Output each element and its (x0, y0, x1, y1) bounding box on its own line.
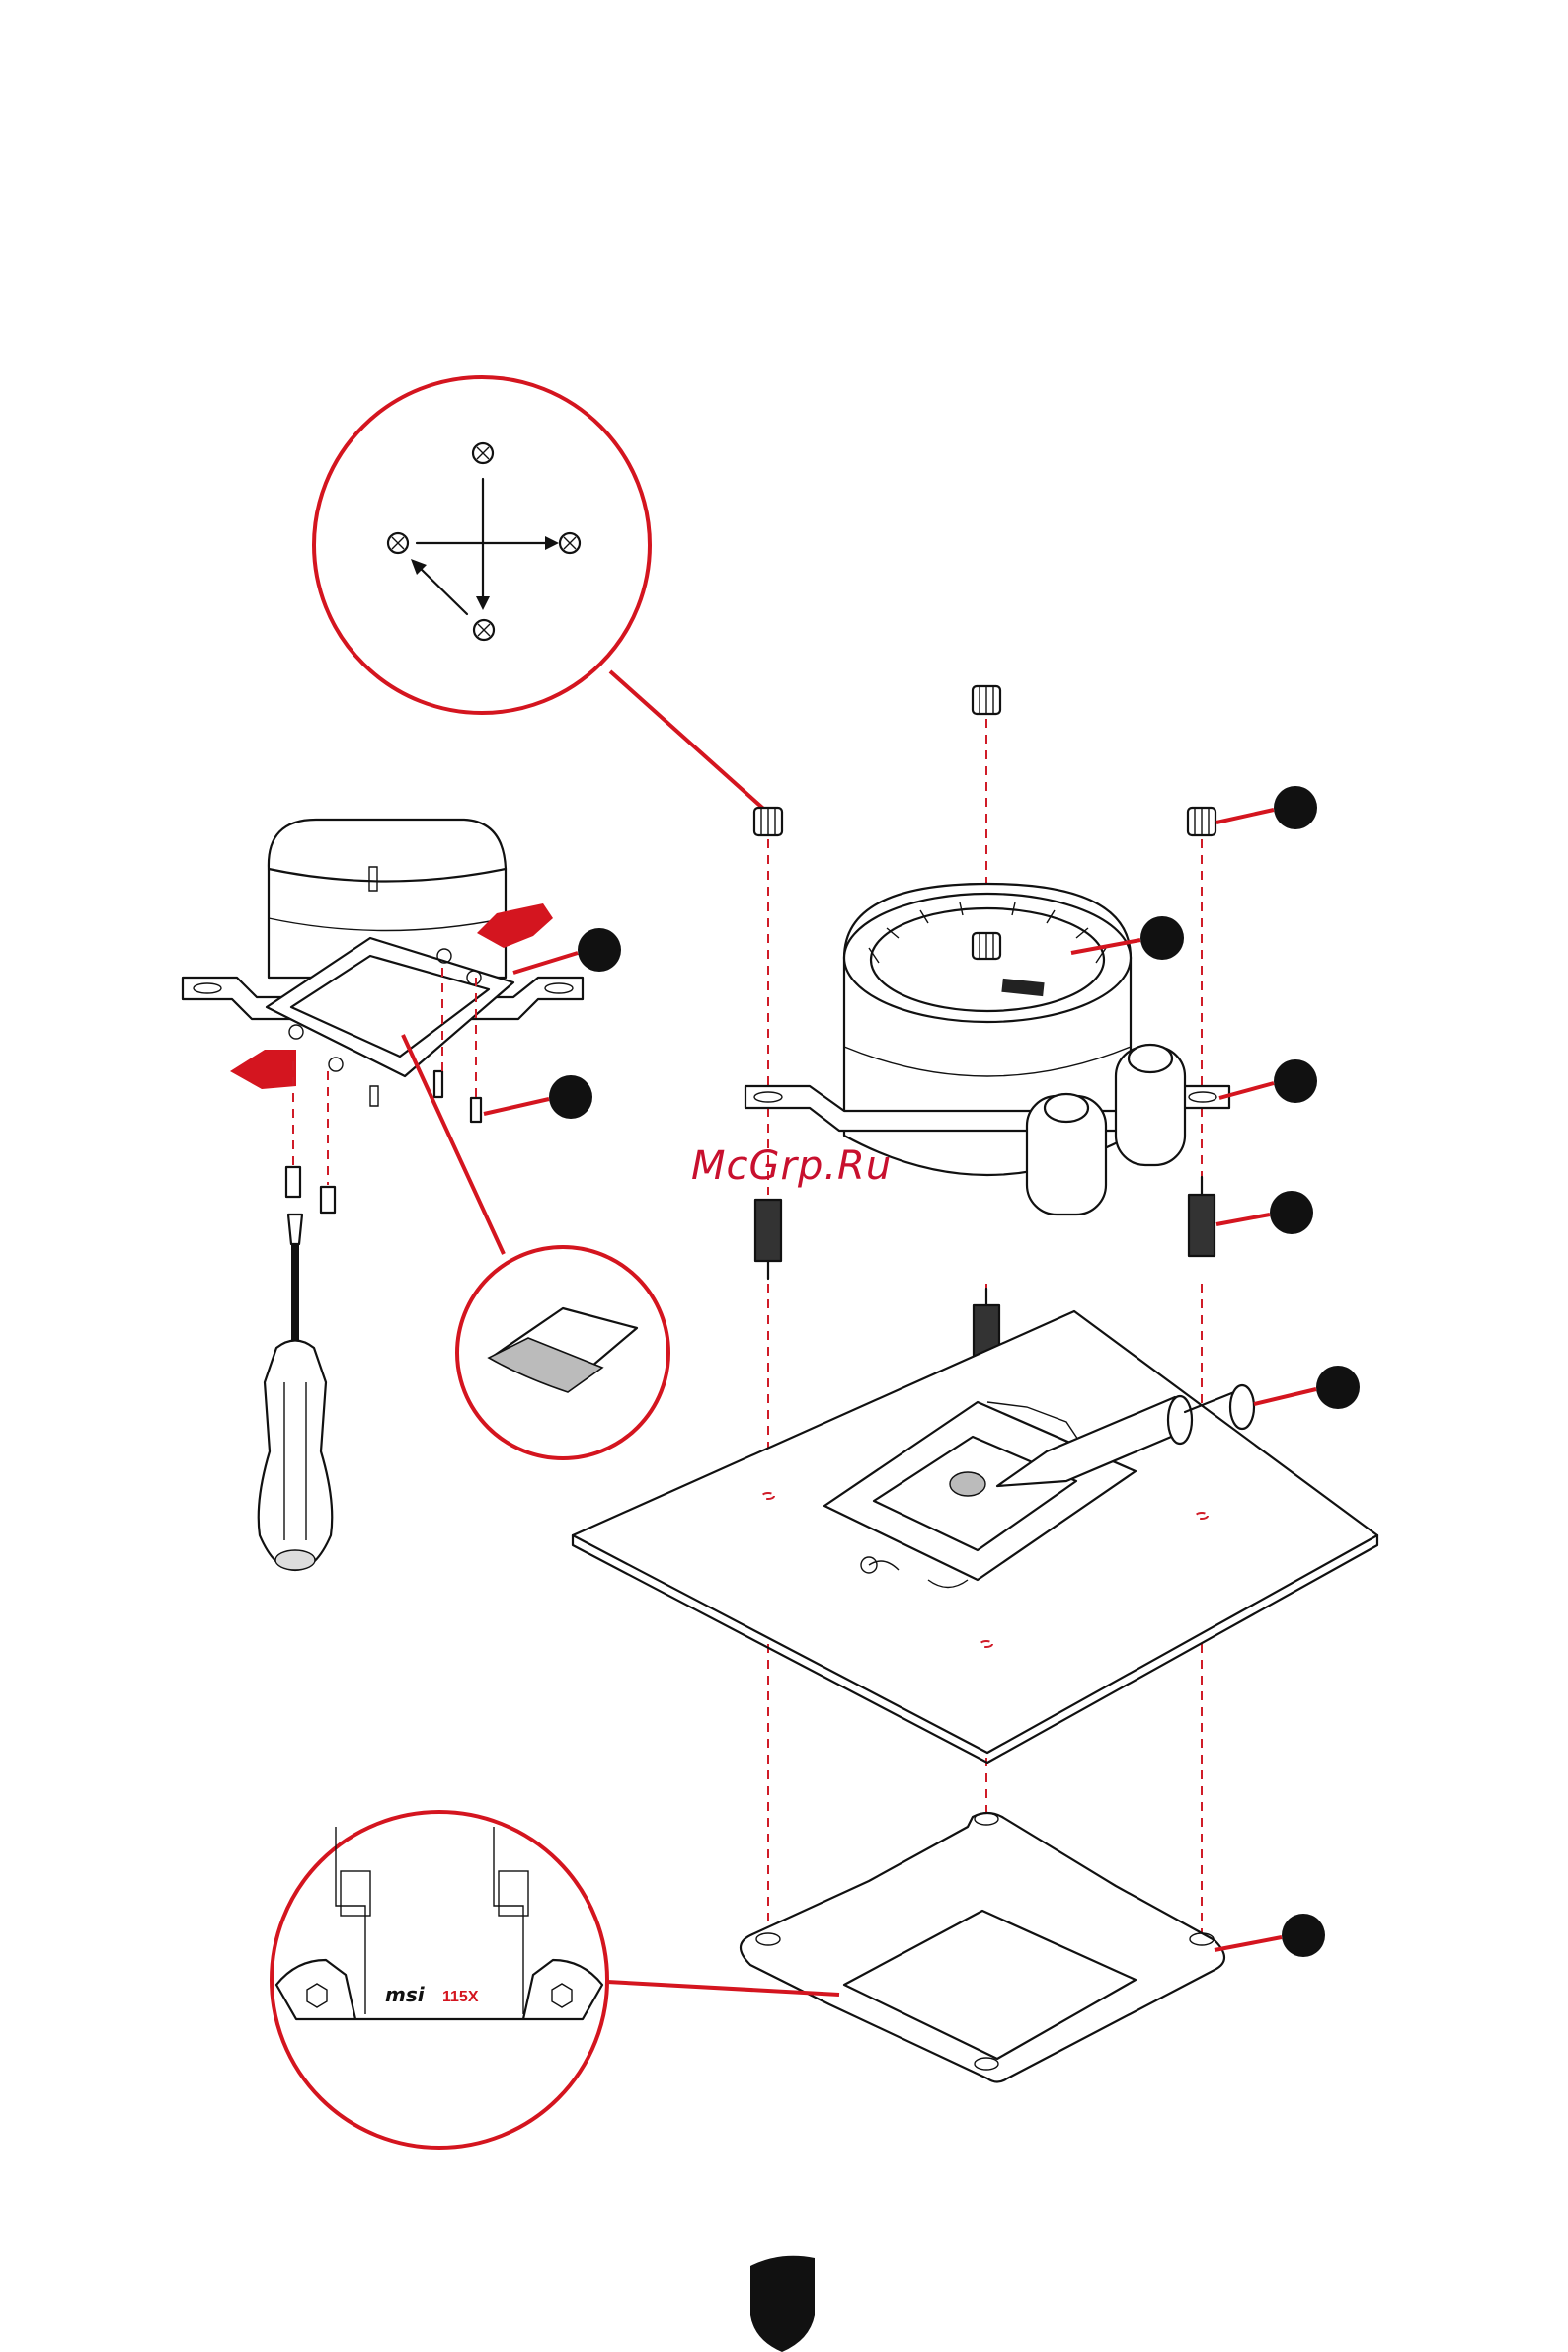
screw-right-icon (560, 533, 580, 553)
step-badge (1270, 1191, 1313, 1234)
step-badge (1140, 916, 1184, 960)
thermal-pad-callout (403, 1035, 668, 1458)
standoff-left-icon (755, 1200, 781, 1279)
screw-top-icon (473, 443, 493, 463)
tightening-arrows (411, 479, 559, 614)
callout-leader (610, 671, 770, 815)
thumb-screws (754, 686, 1317, 835)
step-badge (1282, 1914, 1325, 1957)
screws-loose (286, 1061, 335, 1213)
thumbscrew-top-icon (973, 686, 1000, 714)
standoff-right-icon (1189, 1177, 1215, 1256)
step-badge (549, 1075, 592, 1119)
remove-arrow-left (230, 1050, 296, 1089)
screwdriver-icon (259, 1215, 333, 1570)
step-badge (1274, 1059, 1317, 1103)
screw-left-icon (388, 533, 408, 553)
motherboard (573, 1311, 1377, 1763)
screw-order-callout (314, 377, 770, 815)
backplate (741, 1813, 1325, 2082)
step-badge (578, 928, 621, 972)
pump-block-underside (183, 820, 621, 1122)
bracket-logo: msi (385, 1983, 426, 2006)
step-badge (1274, 786, 1317, 829)
backplate-callout: msi 115X (272, 1812, 839, 2148)
watermark: McGrp.Ru (691, 1143, 892, 1189)
bracket-label: 115X (442, 1989, 479, 2005)
thumbscrew-right-icon (1188, 808, 1215, 835)
thumbscrew-left-icon (754, 808, 782, 835)
shield-icon (750, 2256, 815, 2352)
step-badge (1316, 1366, 1360, 1409)
screw-bottom-icon (474, 620, 494, 640)
